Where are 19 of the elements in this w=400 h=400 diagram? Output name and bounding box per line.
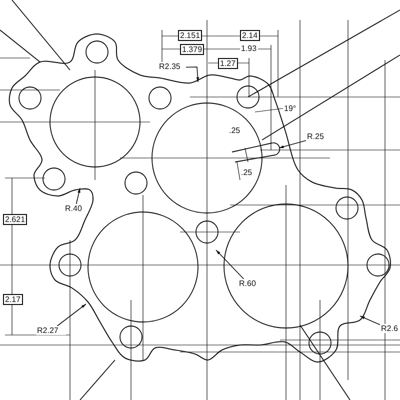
boxed-dimension: 2.17 <box>3 294 23 305</box>
radius-label: R2.6 <box>380 324 400 333</box>
leader-line <box>360 316 380 326</box>
radius-label: R.40 <box>64 204 88 213</box>
boxed-dimension: 2.14 <box>240 30 260 41</box>
dimension-value: 1.93 <box>240 44 258 53</box>
boxed-dimension: 2.151 <box>178 30 202 41</box>
boxed-dimension: 1.379 <box>180 44 204 55</box>
leader-line <box>76 188 80 204</box>
boxed-dimension: 2.621 <box>3 214 28 225</box>
dimension-value: .25 <box>240 168 254 177</box>
dimension-value: 19° <box>283 104 298 113</box>
boxed-dimension: 1.27 <box>218 58 238 69</box>
radius-label: R2.27 <box>36 326 66 335</box>
radius-label: R2.35 <box>158 62 186 71</box>
leader-line <box>216 250 244 280</box>
leader-line <box>56 304 86 326</box>
leader-line <box>278 140 306 148</box>
dimension-value: .25 <box>228 126 242 135</box>
